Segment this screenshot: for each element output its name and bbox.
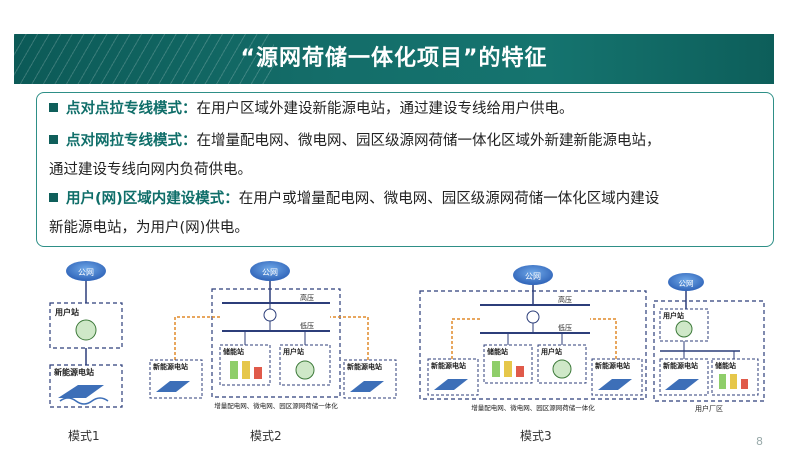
new-energy-label: 新能源电站 xyxy=(663,361,698,370)
bullet-mode1: 点对点拉专线模式：在用户区域外建设新能源电站，通过建设专线给用户供电。 xyxy=(49,95,764,124)
bullet-text: 在用户或增量配电网、微电网、园区级源网荷储一体化区域内建设 xyxy=(238,191,660,207)
high-voltage-label: 高压 xyxy=(558,295,572,304)
bullet-square-icon xyxy=(49,135,58,144)
page-number: 8 xyxy=(756,435,763,448)
bullet-square-icon xyxy=(49,103,58,112)
mode1-diagram: 公网 用户站 新能源电站 xyxy=(49,261,123,408)
grid-cloud-icon xyxy=(513,265,553,285)
battery-icon xyxy=(492,361,500,377)
page-title: “源网荷储一体化项目”的特征 xyxy=(240,46,548,71)
battery-icon xyxy=(254,367,262,379)
bullet-text-cont: 通过建设专线向网内负荷供电。 xyxy=(49,162,252,178)
battery-icon xyxy=(741,379,748,389)
bullet-keyword: 用户(网)区域内建设模式： xyxy=(66,191,239,207)
mode3-diagram: 公网 高压 低压 储能站 用户站 xyxy=(419,265,647,412)
bullet-text: 在用户区域外建设新能源电站，通过建设专线给用户供电。 xyxy=(196,101,574,117)
bullet-text: 在增量配电网、微电网、园区级源网荷储一体化区域外新建新能源电站， xyxy=(196,133,661,149)
caption-mode3: 模式3 xyxy=(520,429,552,443)
new-energy-label: 新能源电站 xyxy=(347,362,382,371)
storage-station-label: 储能站 xyxy=(222,347,244,356)
mode4-zone-label: 用户厂区 xyxy=(695,404,723,413)
caption-mode2: 模式2 xyxy=(250,429,282,443)
mode2-zone-box xyxy=(211,288,341,398)
solar-panel-icon xyxy=(434,379,468,390)
low-voltage-label: 低压 xyxy=(558,323,572,332)
grid-cloud-icon xyxy=(250,261,290,281)
solar-panel-icon xyxy=(156,381,190,392)
mode-diagrams: 公网 用户站 新能源电站 公网 高压 xyxy=(0,255,785,460)
grid-label: 公网 xyxy=(679,279,694,288)
mode3-zone-box xyxy=(419,290,647,400)
factory-icon xyxy=(675,320,693,338)
mode2-diagram: 公网 高压 低压 储能站 用户站 xyxy=(149,261,397,410)
caption-mode1: 模式1 xyxy=(68,429,100,443)
high-voltage-label: 高压 xyxy=(300,293,314,302)
bullet-text-cont: 新能源电站，为用户(网)供电。 xyxy=(49,220,249,236)
battery-icon xyxy=(719,374,726,389)
user-station-label: 用户站 xyxy=(283,347,304,356)
storage-station-label: 储能站 xyxy=(714,361,736,370)
battery-icon xyxy=(730,374,737,389)
bullet-mode2: 点对网拉专线模式：在增量配电网、微电网、园区级源网荷储一体化区域外新建新能源电站… xyxy=(49,127,764,185)
storage-station-label: 储能站 xyxy=(486,347,508,356)
user-station-label: 用户站 xyxy=(54,307,79,317)
new-energy-label: 新能源电站 xyxy=(54,367,94,377)
grid-label: 公网 xyxy=(262,268,278,277)
grid-label: 公网 xyxy=(78,268,94,277)
mode4-diagram: 公网 用户站 新能源电站 储能站 用户厂区 xyxy=(653,273,765,413)
factory-icon xyxy=(552,359,572,379)
bullet-mode3: 用户(网)区域内建设模式：在用户或增量配电网、微电网、园区级源网荷储一体化区域内… xyxy=(49,185,764,243)
grid-cloud-icon xyxy=(66,261,106,281)
bullet-keyword: 点对网拉专线模式： xyxy=(66,133,197,149)
solar-panel-icon xyxy=(598,379,632,390)
features-box: 点对点拉专线模式：在用户区域外建设新能源电站，通过建设专线给用户供电。 点对网拉… xyxy=(36,92,774,247)
factory-icon xyxy=(295,360,315,380)
title-bar: “源网荷储一体化项目”的特征 xyxy=(14,34,774,84)
bullet-square-icon xyxy=(49,193,58,202)
title-decoration xyxy=(14,34,274,84)
user-station-label: 用户站 xyxy=(541,347,562,356)
battery-icon xyxy=(230,361,238,379)
grid-cloud-icon xyxy=(668,273,704,291)
bullet-keyword: 点对点拉专线模式： xyxy=(66,101,197,117)
battery-icon xyxy=(516,366,524,377)
new-energy-label: 新能源电站 xyxy=(153,362,188,371)
grid-label: 公网 xyxy=(525,272,541,281)
low-voltage-label: 低压 xyxy=(300,321,314,330)
solar-panel-icon xyxy=(350,381,384,392)
battery-icon xyxy=(504,361,512,377)
user-station-label: 用户站 xyxy=(663,311,684,320)
solar-panel-icon xyxy=(665,379,699,390)
mode3-zone-label: 增量配电网、微电网、园区源网荷储一体化 xyxy=(471,403,595,412)
solar-panel-icon xyxy=(58,385,104,398)
new-energy-label: 新能源电站 xyxy=(595,361,630,370)
mode2-zone-label: 增量配电网、微电网、园区源网荷储一体化 xyxy=(214,401,338,410)
factory-icon xyxy=(75,319,97,341)
battery-icon xyxy=(242,361,250,379)
new-energy-label: 新能源电站 xyxy=(431,361,466,370)
diagram-svg: 公网 用户站 新能源电站 公网 高压 xyxy=(49,261,765,413)
